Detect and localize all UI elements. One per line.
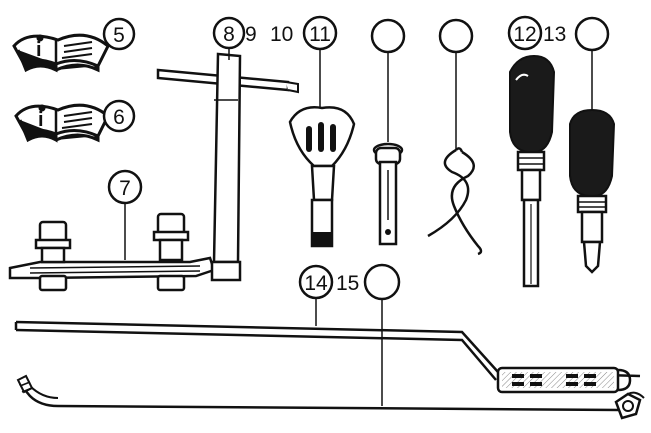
callout-14-label: 14 [304, 272, 328, 295]
callout-12-label: 12 [513, 23, 536, 46]
callout-11-label: 11 [309, 23, 331, 46]
t-handle-wrench-8 [156, 40, 299, 282]
callout-7: 7 [107, 169, 143, 205]
callout-blank-pin [370, 18, 406, 54]
callout-7-label: 7 [119, 177, 131, 200]
callout-8: 8 [212, 16, 246, 50]
long-rod-15 [16, 298, 645, 420]
owner-manual-icon-6: i [14, 103, 110, 143]
owner-manual-icon-5: i [12, 33, 110, 73]
manual-info-letter: i [36, 39, 42, 61]
callout-8-label: 8 [223, 23, 235, 46]
callout-blank-15 [363, 263, 401, 301]
screwdriver-13 [569, 50, 616, 274]
pin-tool [372, 52, 404, 246]
callout-12: 12 [507, 15, 543, 51]
callout-11: 11 [302, 15, 338, 51]
screwdriver-12 [509, 54, 556, 288]
callout-14: 14 [298, 264, 334, 300]
callout-blank-13 [574, 16, 610, 52]
spring-clip [427, 52, 483, 256]
label-13: 13 [543, 23, 566, 46]
callout-5: 5 [102, 17, 136, 51]
callout-6-label: 6 [113, 106, 125, 129]
lever-bar-14 [14, 290, 641, 394]
callout-5-label: 5 [113, 24, 125, 47]
label-15: 15 [336, 272, 359, 295]
spanner-bracket-tool-7 [8, 196, 216, 292]
label-10: 10 [270, 23, 293, 46]
callout-blank-clip [438, 18, 474, 54]
manual-info-letter-2: i [38, 109, 44, 131]
callout-6: 6 [102, 99, 136, 133]
label-9: 9 [245, 23, 257, 46]
cartridge-key-tool-11 [288, 48, 356, 248]
